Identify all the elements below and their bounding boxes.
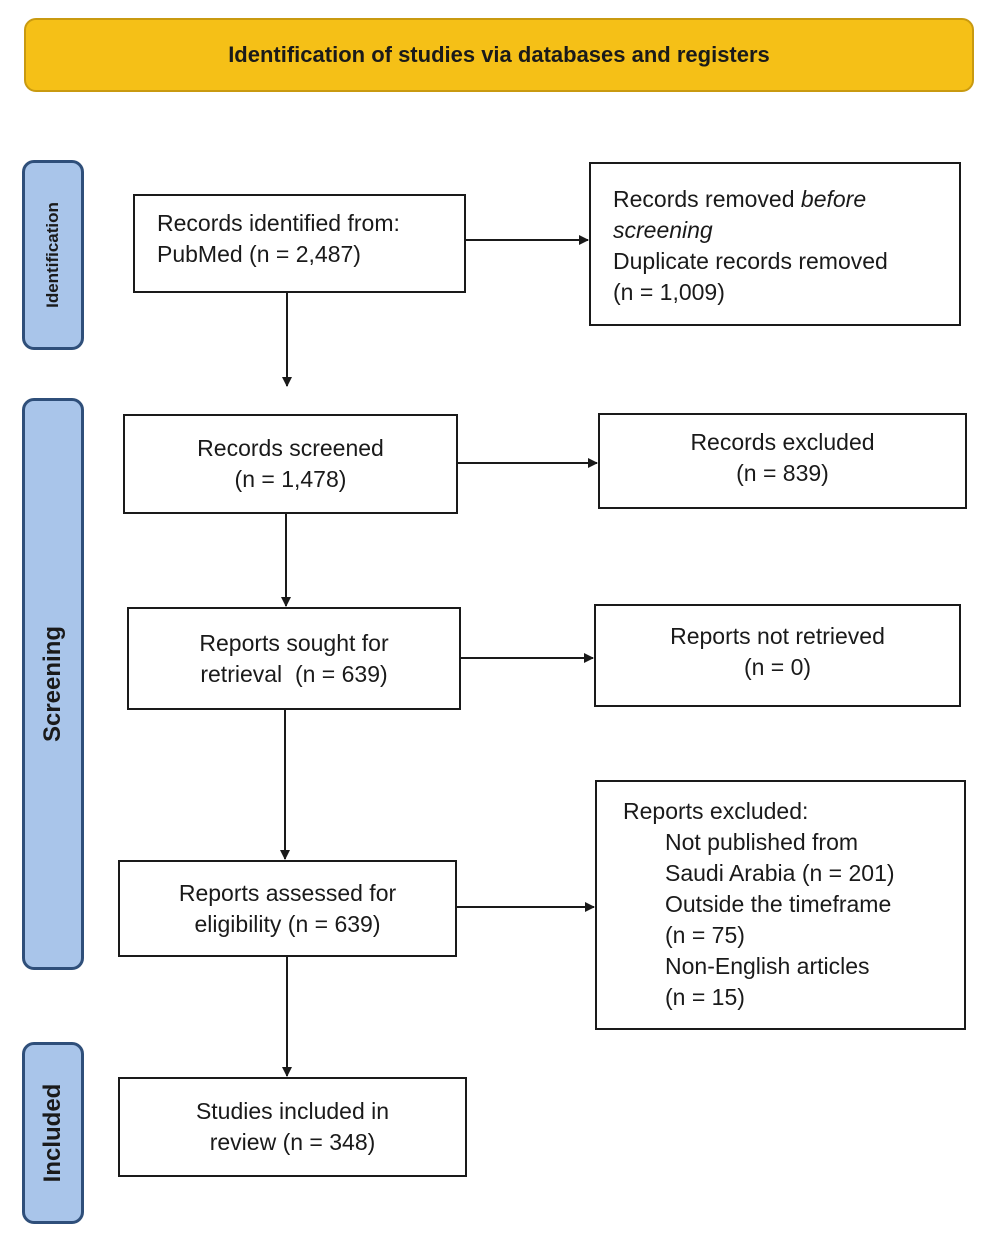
exclusion-reason: Not published from (665, 829, 859, 855)
exclusion-reason: (n = 15) (665, 984, 745, 1010)
records-excluded-line2: (n = 839) (736, 460, 829, 486)
records-identified-line1: Records identified from: (157, 210, 400, 236)
reports-not-retrieved-line1: Reports not retrieved (670, 622, 885, 649)
studies-included-box: Studies included in review (n = 348) (118, 1077, 467, 1177)
records-removed-line4: (n = 1,009) (613, 279, 725, 305)
records-screened-line1: Records screened (197, 435, 384, 461)
reports-sought-box: Reports sought for retrieval (n = 639) (127, 607, 461, 710)
reports-sought-line1: Reports sought for (199, 629, 389, 656)
records-removed-line3: Duplicate records removed (613, 248, 888, 274)
phase-included: Included (22, 1042, 84, 1224)
records-removed-box: Records removed before screening Duplica… (589, 162, 961, 326)
reports-assessed-line2: eligibility (n = 639) (194, 910, 381, 937)
reports-not-retrieved-box: Reports not retrieved (n = 0) (594, 604, 961, 707)
phase-identification: Identification (22, 160, 84, 350)
header-title: Identification of studies via databases … (228, 42, 770, 67)
records-identified-box: Records identified from: PubMed (n = 2,4… (133, 194, 466, 293)
exclusion-reason: Outside the timeframe (665, 891, 892, 917)
records-removed-line1: Records removed before (613, 184, 959, 215)
studies-included-line2: review (n = 348) (209, 1129, 376, 1155)
exclusion-reason: Non-English articles (665, 953, 870, 979)
phase-screening: Screening (22, 398, 84, 970)
records-removed-line1-a: Records removed (613, 186, 801, 212)
records-identified-line2: PubMed (n = 2,487) (157, 241, 361, 267)
header-banner: Identification of studies via databases … (24, 18, 974, 92)
exclusion-reason: (n = 75) (665, 922, 745, 948)
records-removed-line2: screening (613, 217, 713, 243)
exclusion-reason: Saudi Arabia (n = 201) (665, 860, 895, 886)
reports-not-retrieved-line2: (n = 0) (743, 653, 812, 680)
reports-assessed-box: Reports assessed for eligibility (n = 63… (118, 860, 457, 957)
reports-sought-line2: retrieval (n = 639) (200, 660, 388, 687)
records-screened-line2: (n = 1,478) (234, 466, 347, 492)
reports-excluded-title: Reports excluded: (623, 798, 809, 824)
studies-included-line1: Studies included in (195, 1098, 390, 1124)
records-removed-line1-b: before (800, 186, 867, 212)
reports-excluded-box: Reports excluded: Not published from Sau… (595, 780, 966, 1030)
records-excluded-box: Records excluded (n = 839) (598, 413, 967, 509)
records-excluded-line1: Records excluded (690, 429, 875, 455)
reports-assessed-line1: Reports assessed for (178, 879, 397, 906)
records-screened-box: Records screened (n = 1,478) (123, 414, 458, 514)
